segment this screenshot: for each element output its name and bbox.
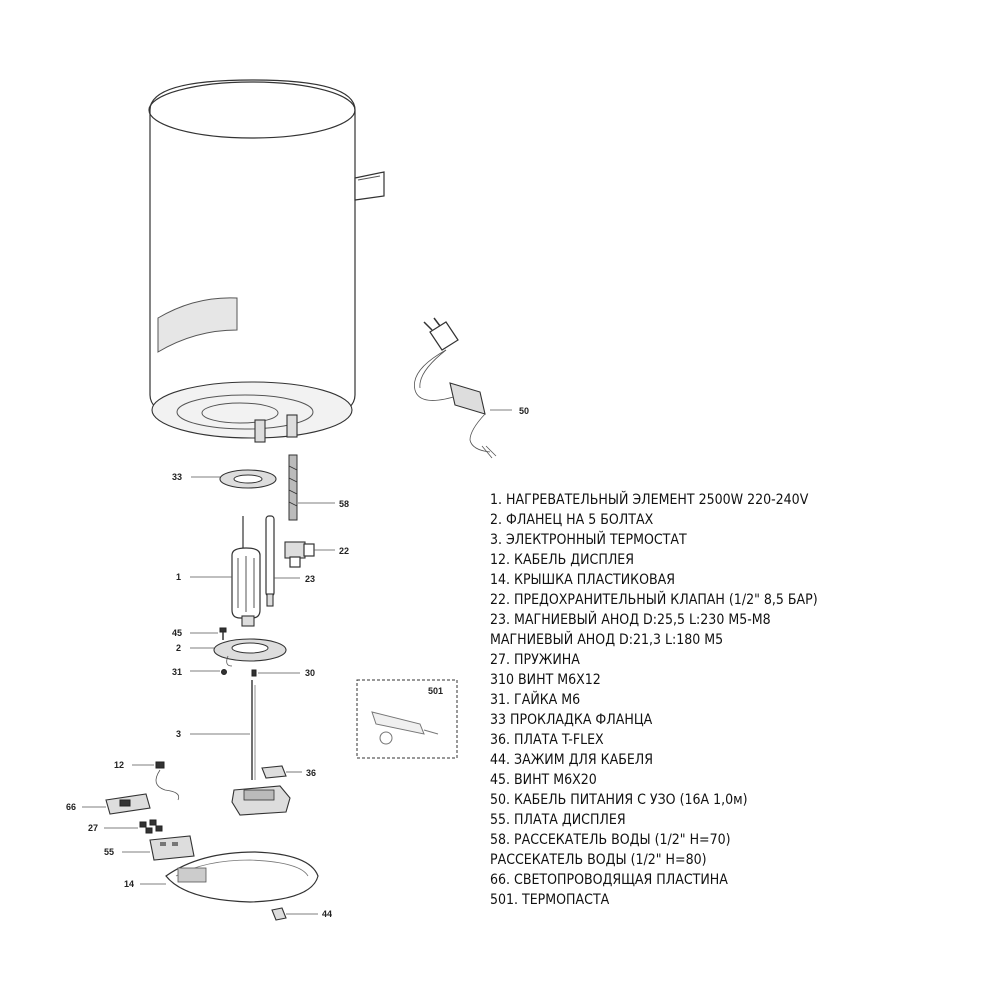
legend-item: 2. ФЛАНЕЦ НА 5 БОЛТАХ: [490, 512, 654, 528]
legend-item: 12. КАБЕЛЬ ДИСПЛЕЯ: [490, 552, 635, 568]
callout-501: 501: [428, 686, 443, 696]
legend-item: 3. ЭЛЕКТРОННЫЙ ТЕРМОСТАТ: [490, 532, 687, 548]
callout-58: 58: [339, 499, 349, 509]
display-board: 55: [104, 835, 195, 861]
callout-14: 14: [124, 879, 134, 889]
plastic-cover: 14: [124, 851, 319, 903]
legend-item: 36. ПЛАТА T-FLEX: [490, 732, 604, 748]
legend-item: 45. ВИНТ M6X20: [490, 772, 597, 788]
legend-item: 501. ТЕРМОПАСТА: [490, 892, 610, 908]
screw-m6x20: 45: [172, 627, 227, 640]
legend-item: 50. КАБЕЛЬ ПИТАНИЯ С УЗО (16А 1,0м): [490, 792, 748, 808]
legend-item: 310 ВИНТ M6X12: [490, 672, 601, 688]
callout-55: 55: [104, 847, 114, 857]
legend-item: МАГНИЕВЫЙ АНОД D:21,3 L:180 M5: [490, 632, 724, 648]
callout-2: 2: [176, 643, 181, 653]
callout-31: 31: [172, 667, 182, 677]
legend-item: 27. ПРУЖИНА: [490, 652, 580, 668]
legend-item: 22. ПРЕДОХРАНИТЕЛЬНЫЙ КЛАПАН (1/2" 8,5 Б…: [490, 592, 818, 608]
callout-12: 12: [114, 760, 124, 770]
nut-m6: 31: [172, 667, 227, 677]
water-heater-tank: [148, 79, 385, 443]
thermal-paste-box: 501: [356, 679, 458, 759]
legend-item: 44. ЗАЖИМ ДЛЯ КАБЕЛЯ: [490, 752, 654, 768]
parts-legend: 1. НАГРЕВАТЕЛЬНЫЙ ЭЛЕМЕНТ 2500W 220-240V…: [490, 490, 970, 910]
callout-1: 1: [176, 572, 181, 582]
safety-valve: 22: [284, 541, 349, 568]
magnesium-anode: 23: [265, 515, 315, 607]
callout-3: 3: [176, 729, 181, 739]
power-cable-rcd: 50: [413, 317, 529, 459]
flange-gasket: 33: [172, 469, 277, 489]
water-diffuser: 58: [288, 454, 349, 521]
callout-23: 23: [305, 574, 315, 584]
display-cable: 12: [114, 760, 180, 801]
t-flex-board: 36: [261, 765, 316, 779]
legend-item: 55. ПЛАТА ДИСПЛЕЯ: [490, 812, 626, 828]
flange: 2: [176, 638, 287, 667]
callout-50: 50: [519, 406, 529, 416]
cable-clamp: 44: [271, 907, 332, 921]
legend-item: РАССЕКАТЕЛЬ ВОДЫ (1/2" H=80): [490, 852, 707, 868]
callout-66: 66: [66, 802, 76, 812]
legend-item: 33 ПРОКЛАДКА ФЛАНЦА: [490, 712, 653, 728]
springs: 27: [88, 819, 163, 834]
electronic-thermostat: 3: [176, 680, 291, 816]
light-guide-plate: 66: [66, 793, 151, 815]
legend-item: 31. ГАЙКА M6: [490, 692, 581, 708]
callout-30: 30: [305, 668, 315, 678]
legend-item: 66. СВЕТОПРОВОДЯЩАЯ ПЛАСТИНА: [490, 872, 728, 888]
legend-item: 1. НАГРЕВАТЕЛЬНЫЙ ЭЛЕМЕНТ 2500W 220-240V: [490, 492, 809, 508]
callout-33: 33: [172, 472, 182, 482]
heating-element: 1: [176, 516, 261, 627]
legend-item: 58. РАССЕКАТЕЛЬ ВОДЫ (1/2" H=70): [490, 832, 731, 848]
callout-45: 45: [172, 628, 182, 638]
callout-27: 27: [88, 823, 98, 833]
callout-36: 36: [306, 768, 316, 778]
legend-item: 23. МАГНИЕВЫЙ АНОД D:25,5 L:230 M5-M8: [490, 612, 771, 628]
screw-m6x12: 30: [251, 668, 315, 678]
legend-item: 14. КРЫШКА ПЛАСТИКОВАЯ: [490, 572, 676, 588]
callout-22: 22: [339, 546, 349, 556]
callout-44: 44: [322, 909, 332, 919]
